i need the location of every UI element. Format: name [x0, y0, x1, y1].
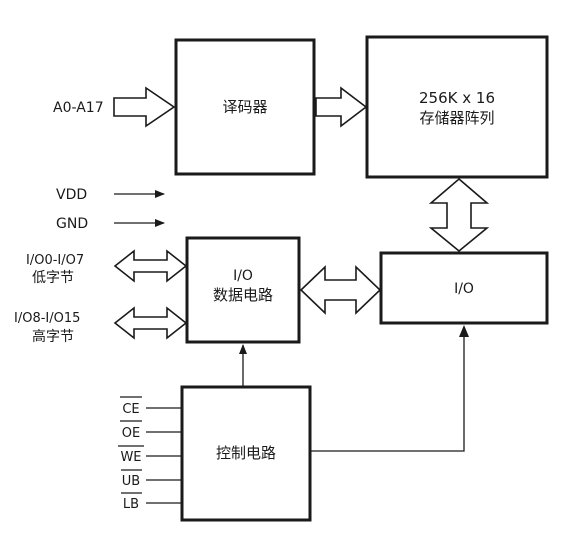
- io-data-circuit-title: I/O: [233, 268, 253, 284]
- low-byte-label: 低字节: [32, 270, 74, 286]
- high-byte-label: 高字节: [32, 328, 74, 345]
- high-byte-bidirectional-arrow: [113, 306, 188, 340]
- ce-label: CE: [122, 402, 139, 417]
- ub-label: UB: [122, 474, 140, 489]
- vdd-label: VDD: [56, 187, 87, 203]
- lb-label: LB: [123, 497, 139, 512]
- memory-array-label: 存储器阵列: [419, 109, 494, 127]
- address-label: A0-A17: [53, 100, 104, 116]
- control-input-lb: LB: [121, 492, 182, 512]
- io-block: I/O: [379, 251, 549, 325]
- control-circuit-label: 控制电路: [216, 444, 276, 462]
- control-input-oe: OE: [120, 420, 182, 441]
- decoder-block: 译码器: [174, 38, 316, 176]
- control-to-io-arrowhead: [459, 325, 469, 337]
- memory-array-block: 256K x 16 存储器阵列: [365, 35, 549, 179]
- control-to-io-line: [311, 327, 465, 452]
- decoder-to-array-arrow: [315, 86, 368, 128]
- low-byte-bidirectional-arrow: [113, 249, 188, 283]
- control-input-we: WE: [118, 445, 182, 465]
- data-circuit-io-bidirectional-arrow: [299, 265, 382, 315]
- control-circuit-block: 控制电路: [180, 385, 312, 522]
- io-data-circuit-block: I/O 数据电路: [185, 236, 301, 344]
- control-input-ce: CE: [120, 396, 182, 417]
- control-input-ub: UB: [121, 469, 182, 489]
- gnd-label: GND: [56, 216, 88, 232]
- io-label: I/O: [454, 281, 474, 297]
- high-byte-pins-label: I/O8-I/O15: [14, 311, 80, 326]
- io-data-circuit-label: 数据电路: [213, 286, 273, 304]
- we-label: WE: [120, 450, 141, 465]
- array-io-bidirectional-arrow: [428, 177, 490, 253]
- decoder-label: 译码器: [222, 98, 267, 116]
- low-byte-pins-label: I/O0-I/O7: [26, 253, 84, 268]
- address-arrow: [113, 86, 176, 128]
- oe-label: OE: [122, 426, 140, 441]
- memory-array-capacity: 256K x 16: [419, 89, 495, 107]
